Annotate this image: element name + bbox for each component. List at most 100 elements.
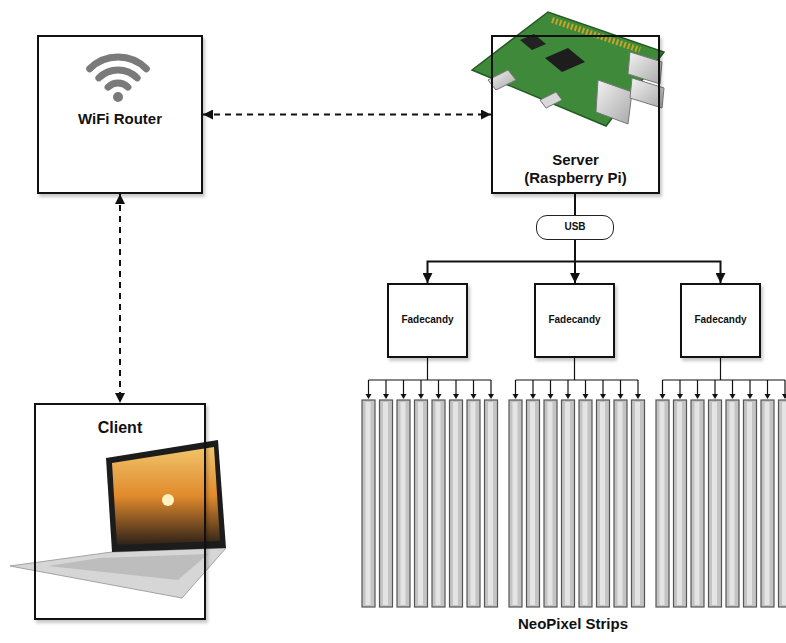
- led-strip: [597, 400, 610, 607]
- strip-feed: [767, 380, 768, 394]
- led-strip: [415, 400, 428, 607]
- strip-feed: [637, 380, 638, 394]
- controller-output: [574, 358, 575, 380]
- wifi-arc: [99, 70, 137, 78]
- led-strip: [544, 400, 557, 607]
- wifi-arc: [108, 83, 128, 87]
- led-strip: [656, 400, 669, 607]
- node-label: Server (Raspberry Pi): [513, 151, 638, 187]
- strip-highlight: [695, 402, 700, 605]
- led-strip: [380, 400, 393, 607]
- strip-feed: [532, 380, 533, 394]
- strip-highlight: [418, 402, 423, 605]
- strip-highlight: [530, 402, 535, 605]
- server-box: Server (Raspberry Pi): [491, 35, 660, 194]
- strip-highlight: [618, 402, 623, 605]
- strip-feed: [732, 380, 733, 394]
- wifi-arc: [90, 57, 147, 69]
- strip-arrowhead: [600, 394, 606, 399]
- strip-highlight: [782, 402, 786, 605]
- strip-feed: [550, 380, 551, 394]
- strip-arrowhead: [530, 394, 536, 399]
- led-strip: [397, 400, 410, 607]
- controller-output: [427, 358, 428, 380]
- strip-arrowhead: [677, 394, 683, 399]
- strip-feed: [515, 380, 516, 394]
- chip: [545, 48, 585, 72]
- strip-arrowhead: [565, 394, 571, 399]
- led-strip: [485, 400, 498, 607]
- strip-highlight: [765, 402, 770, 605]
- strip-highlight: [401, 402, 406, 605]
- strip-arrowhead: [712, 394, 718, 399]
- strip-arrowhead: [765, 394, 771, 399]
- wifi-icon: [90, 57, 147, 102]
- strip-highlight: [747, 402, 752, 605]
- strip-arrowhead: [436, 394, 442, 399]
- node-label: WiFi Router: [75, 110, 165, 128]
- led-strip: [579, 400, 592, 607]
- cable-connector: [428, 240, 576, 283]
- strip-feed: [585, 380, 586, 394]
- led-strip: [509, 400, 522, 607]
- strip-highlight: [513, 402, 518, 605]
- strip-highlight: [383, 402, 388, 605]
- strip-feed: [473, 380, 474, 394]
- strip-feed: [714, 380, 715, 394]
- led-strip: [467, 400, 480, 607]
- led-strip: [779, 400, 786, 607]
- strip-arrowhead: [548, 394, 554, 399]
- led-strip: [674, 400, 687, 607]
- strip-highlight: [635, 402, 640, 605]
- laptop-illustration: [10, 440, 226, 598]
- strip-feed: [455, 380, 456, 394]
- led-strip: [362, 400, 375, 607]
- strip-feed: [385, 380, 386, 394]
- led-strip: [744, 400, 757, 607]
- led-strip: [632, 400, 645, 607]
- strip-arrowhead: [747, 394, 753, 399]
- router-box: WiFi Router: [37, 35, 203, 194]
- led-strip: [614, 400, 627, 607]
- strip-arrowhead: [695, 394, 701, 399]
- strip-arrowhead: [618, 394, 624, 399]
- strip-arrowhead: [453, 394, 459, 399]
- raspberry-pi-board: [472, 12, 664, 126]
- strip-feed: [697, 380, 698, 394]
- strip-arrowhead: [660, 394, 666, 399]
- strip-bus: [369, 379, 492, 380]
- strip-bus: [516, 379, 639, 380]
- node-label: Client: [36, 418, 204, 437]
- controller-box: Fadecandy: [387, 283, 468, 358]
- strip-highlight: [488, 402, 493, 605]
- controller-box: Fadecandy: [534, 283, 615, 358]
- strip-feed: [438, 380, 439, 394]
- strip-highlight: [453, 402, 458, 605]
- usb-hub: USB: [536, 215, 614, 240]
- led-strip: [562, 400, 575, 607]
- controller-output: [720, 358, 721, 380]
- strip-highlight: [366, 402, 371, 605]
- strip-highlight: [471, 402, 476, 605]
- strip-feed: [490, 380, 491, 394]
- strip-feed: [749, 380, 750, 394]
- strip-highlight: [548, 402, 553, 605]
- strip-highlight: [583, 402, 588, 605]
- strip-highlight: [730, 402, 735, 605]
- led-strip: [691, 400, 704, 607]
- controller-box: Fadecandy: [680, 283, 761, 358]
- strip-highlight: [565, 402, 570, 605]
- strip-feed: [403, 380, 404, 394]
- led-strip: [450, 400, 463, 607]
- led-strip: [527, 400, 540, 607]
- strip-feed: [368, 380, 369, 394]
- pcb: [472, 12, 664, 126]
- client-box: Client: [34, 403, 206, 620]
- wireless-link: [203, 114, 491, 116]
- strip-feed: [620, 380, 621, 394]
- led-strip: [709, 400, 722, 607]
- node-label: Fadecandy: [536, 314, 613, 326]
- strip-arrowhead: [488, 394, 494, 399]
